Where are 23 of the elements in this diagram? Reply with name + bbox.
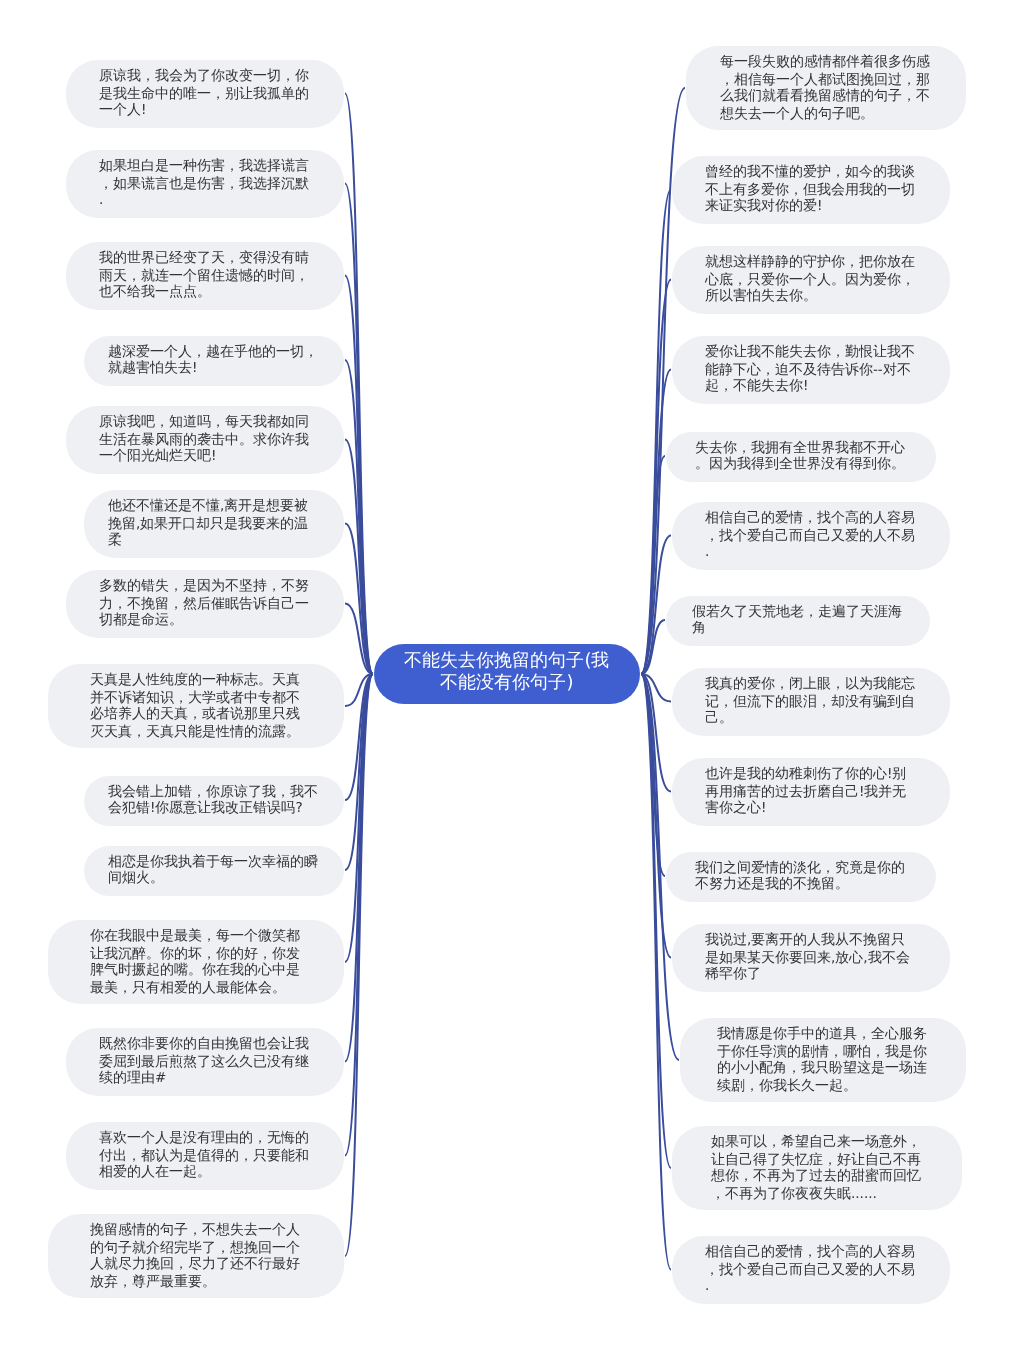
connector-line <box>640 278 672 675</box>
connector-line <box>344 673 374 1063</box>
connector-line <box>344 274 374 675</box>
connector-line <box>640 188 672 675</box>
connector-line <box>640 673 672 1271</box>
connector-line <box>640 534 672 675</box>
connector-line <box>344 359 374 675</box>
connector-line <box>344 673 374 963</box>
connector-line <box>344 673 374 707</box>
connector-line <box>640 455 666 675</box>
connector-line <box>344 673 374 1257</box>
connector-line <box>344 92 374 675</box>
connector-line <box>640 673 672 703</box>
connector-line <box>344 673 374 871</box>
connector-line <box>344 673 374 801</box>
connector-line <box>344 522 374 675</box>
connector-line <box>640 673 680 1061</box>
connector-line <box>344 602 374 675</box>
connector-line <box>640 673 672 793</box>
connector-line <box>344 673 374 1157</box>
connector-line <box>640 619 666 675</box>
topic-bubble: 不能失去你挽留的句子(我不能没有你句子) <box>374 644 640 704</box>
connector-line <box>640 673 672 1169</box>
